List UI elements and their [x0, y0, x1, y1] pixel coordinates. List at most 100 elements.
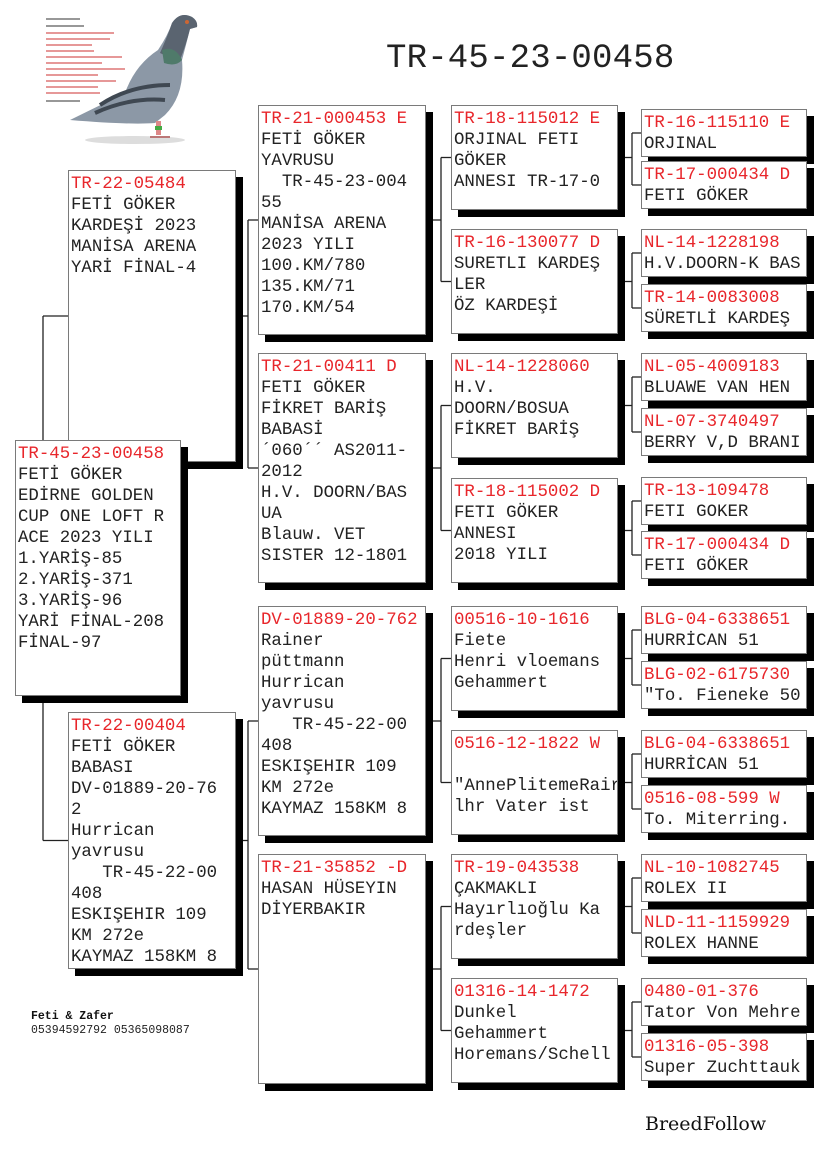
pigeon-info-line: YAVRUSU [261, 152, 335, 171]
ring-number: TR-21-00411 D [261, 358, 397, 377]
ring-number: NL-14-1228060 [454, 358, 590, 377]
pigeon-info-line: FETİ GÖKER [18, 466, 123, 485]
pigeon-info-line: SISTER 12-1801 [261, 547, 408, 566]
pigeon-info-line: 2018 YILI [454, 546, 548, 565]
pigeon-info-line: FİKRET BARİŞ [454, 421, 580, 440]
pigeon-info-line: ANNESI [454, 525, 517, 544]
pigeon-info-line: FİNAL-97 [18, 634, 102, 653]
pigeon-info-line: ROLEX HANNE [644, 935, 759, 954]
ring-number: NL-07-3740497 [644, 413, 780, 432]
pigeon-info-line: ESKIŞEHIR 109 [261, 758, 397, 777]
ring-number: TR-22-00404 [71, 717, 186, 736]
pigeon-info-line: 55 [261, 194, 282, 213]
great-great-grandparent-box[interactable]: TR-17-000434 D FETI GÖKER [641, 161, 807, 209]
pigeon-info-line: Rainer [261, 632, 324, 651]
pigeon-info-line: 408 [261, 737, 293, 756]
ring-number: NL-10-1082745 [644, 859, 780, 878]
pigeon-info-line: FETİ GÖKER [71, 196, 176, 215]
ring-number: 0480-01-376 [644, 983, 759, 1002]
pigeon-info-line: 170.KM/54 [261, 299, 355, 318]
pigeon-info-line: ´060´´ AS2011- [261, 442, 408, 461]
pigeon-info-line: HURRİCAN 51 [644, 756, 759, 775]
ring-number: NL-05-4009183 [644, 358, 780, 377]
pigeon-info-line: FETI GÖKER [644, 187, 749, 206]
pigeon-info-line: 1.YARİŞ-85 [18, 550, 123, 569]
pigeon-info-line: 2 [71, 801, 82, 820]
pigeon-info-line: HASAN HÜSEYIN [261, 880, 397, 899]
ring-number: TR-17-000434 D [644, 166, 791, 185]
pigeon-info-line: KM 272e [71, 927, 145, 946]
ring-number: TR-22-05484 [71, 175, 186, 194]
pigeon-info-line: MANİSA ARENA [71, 238, 197, 257]
pigeon-info-line: 2023 YILI [261, 236, 355, 255]
pigeon-info-line: lhr Vater ist [454, 798, 590, 817]
pigeon-info-line: FETİ GÖKER [71, 738, 176, 757]
pigeon-info-line: rdeşler [454, 922, 528, 941]
ring-number: 0516-12-1822 W [454, 735, 601, 754]
pigeon-info-line: FETI GÖKER [644, 557, 749, 576]
pigeon-info-line: FETI GOKER [644, 503, 749, 522]
owner-name: Feti & Zafer [31, 1010, 114, 1023]
pigeon-info-line: 100.KM/780 [261, 257, 366, 276]
ring-number: 00516-10-1616 [454, 611, 590, 630]
ring-number: TR-19-043538 [454, 859, 580, 878]
pigeon-info-line: ÇAKMAKLI [454, 880, 538, 899]
pigeon-info-line: EDİRNE GOLDEN [18, 487, 154, 506]
ring-number: TR-21-000453 E [261, 110, 408, 129]
great-great-grandparent-box[interactable]: BLG-02-6175730"To. Fieneke 50 [641, 661, 807, 709]
pigeon-info-line: 2012 [261, 463, 303, 482]
pigeon-info-line: DV-01889-20-76 [71, 780, 218, 799]
ring-number: BLG-02-6175730 [644, 666, 791, 685]
pigeon-info-line: Hayırlıoğlu Ka [454, 901, 601, 920]
pigeon-info-line: YARİ FİNAL-4 [71, 259, 197, 278]
pigeon-info-line: ACE 2023 YILI [18, 529, 154, 548]
ring-number: 01316-05-398 [644, 1038, 770, 1057]
ring-number: TR-21-35852 -D [261, 859, 408, 878]
ring-number: TR-18-115012 E [454, 110, 601, 129]
pigeon-info-line: Blauw. VET [261, 526, 366, 545]
ring-number: 0516-08-599 W [644, 790, 780, 809]
pigeon-info-line: püttmann [261, 653, 345, 672]
pigeon-info-line: Hurrican [261, 674, 345, 693]
pigeon-info-line: ESKIŞEHIR 109 [71, 906, 207, 925]
pigeon-info-line [454, 755, 617, 776]
pigeon-info-line: LER [454, 276, 486, 295]
pigeon-info-line: MANİSA ARENA [261, 215, 387, 234]
pigeon-photo [40, 5, 210, 155]
pigeon-info-line: yavrusu [71, 843, 145, 862]
owner-phones: 05394592792 05365098087 [31, 1024, 190, 1037]
pigeon-info-line: FİKRET BARİŞ [261, 400, 387, 419]
pigeon-info-line: TR-45-22-00 [71, 864, 218, 883]
pigeon-info-line: DOORN/BOSUA [454, 400, 569, 419]
pigeon-info-line: BERRY V,D BRANI [644, 434, 801, 453]
